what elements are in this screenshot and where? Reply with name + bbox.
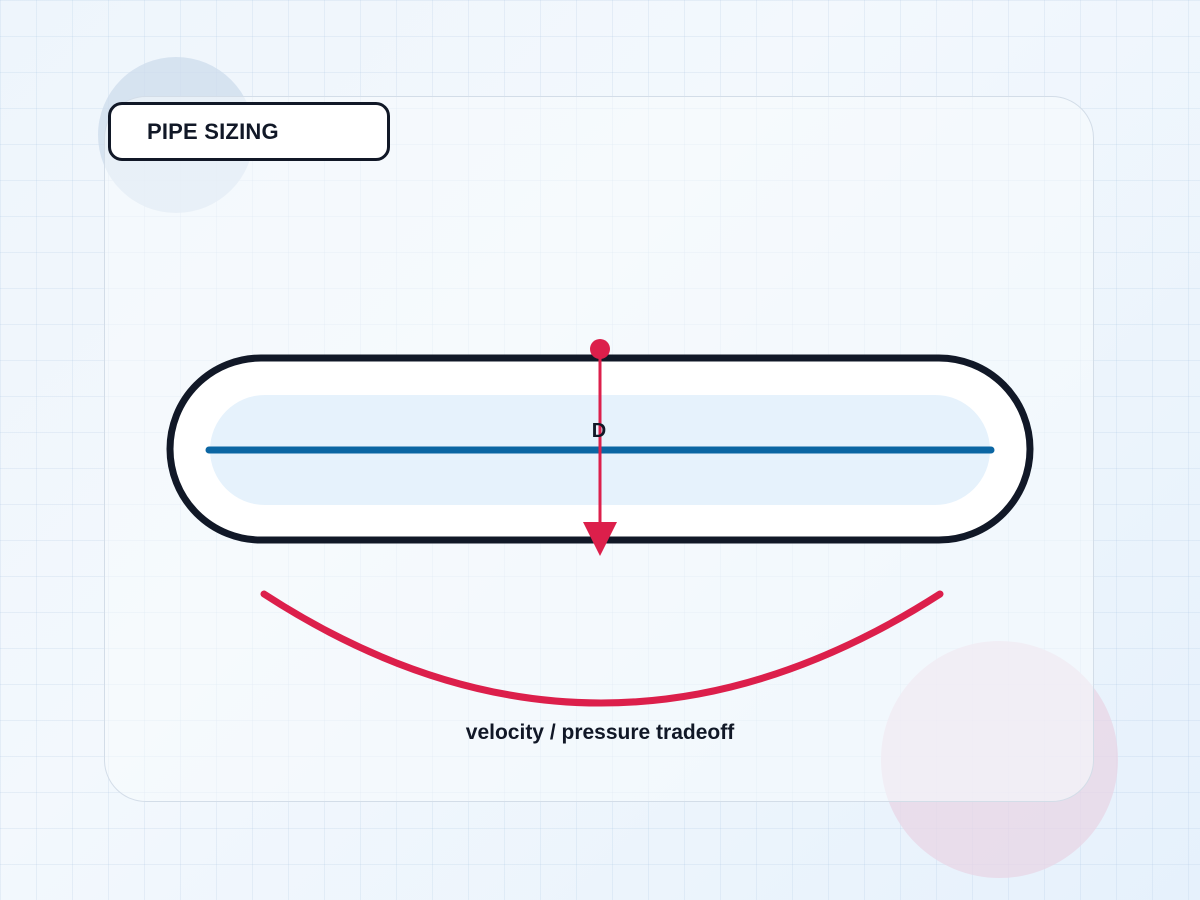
diameter-arrow-head	[583, 522, 617, 556]
diameter-label: D	[592, 420, 606, 442]
page-title: PIPE SIZING	[147, 118, 279, 144]
tradeoff-arc	[260, 590, 944, 707]
title-badge: PIPE SIZING	[108, 102, 390, 161]
diameter-arrow-origin-dot	[590, 339, 610, 359]
tradeoff-caption: velocity / pressure tradeoff	[466, 721, 735, 744]
